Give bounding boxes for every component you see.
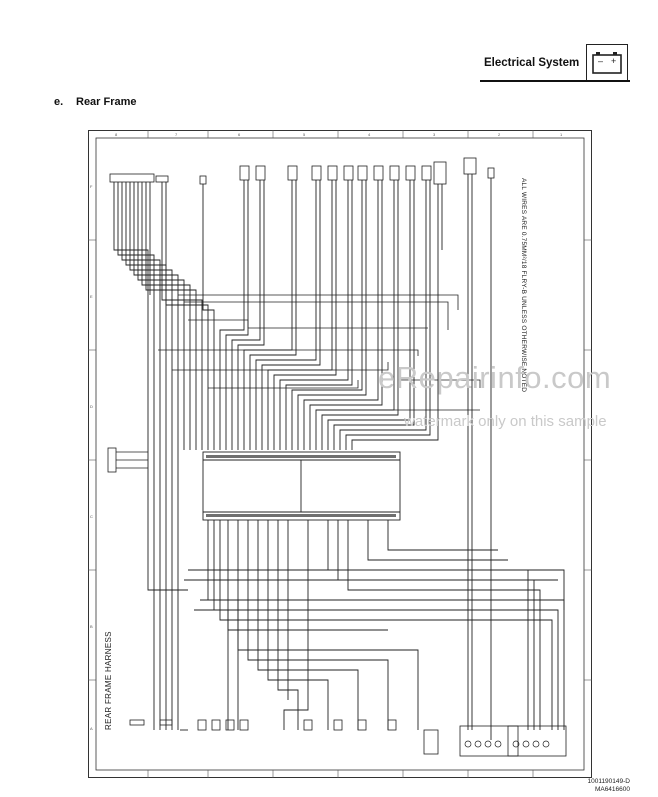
border-tick-label: 6 [238, 132, 241, 137]
border-tick-label: 1 [560, 132, 563, 137]
controller-blocks [202, 451, 401, 521]
page-section-title: Electrical System [484, 57, 580, 69]
subsection-letter: e. [54, 96, 64, 108]
border-tick-label: 8 [115, 132, 118, 137]
border-tick-label: F [90, 184, 93, 189]
watermark-site: eRepairinfo.com [378, 360, 612, 395]
top-connectors [109, 157, 495, 185]
border-tick-label: 2 [498, 132, 501, 137]
wire-bundle [113, 174, 492, 740]
battery-icon: – + [586, 44, 628, 82]
border-tick-label: 5 [303, 132, 306, 137]
border-tick-label: D [90, 404, 93, 409]
border-tick-label: E [90, 294, 93, 299]
battery-glyph: – + [592, 52, 622, 74]
watermark-note: watermark only on this sample [404, 413, 607, 430]
document-number-secondary: MA6416600 [594, 786, 630, 793]
wiring-schematic: 8 7 6 5 4 3 2 1 F E D C B A [88, 130, 592, 778]
border-tick-label: C [90, 514, 93, 519]
harness-label: REAR FRAME HARNESS [104, 631, 113, 730]
subsection-heading: e. Rear Frame [54, 96, 137, 108]
subsection-title: Rear Frame [76, 96, 137, 108]
header-divider [480, 80, 630, 82]
border-tick-label: 7 [175, 132, 178, 137]
border-tick-label: 4 [368, 132, 371, 137]
lower-wire-bundle [147, 460, 565, 731]
border-tick-label: A [90, 726, 93, 731]
bottom-connectors [129, 719, 567, 757]
left-connector [107, 447, 117, 473]
border-tick-label: 3 [433, 132, 436, 137]
battery-minus-sign: – [598, 56, 603, 66]
document-number: 1001190149-D [587, 778, 630, 785]
battery-plus-sign: + [611, 56, 616, 66]
border-tick-label: B [90, 624, 93, 629]
